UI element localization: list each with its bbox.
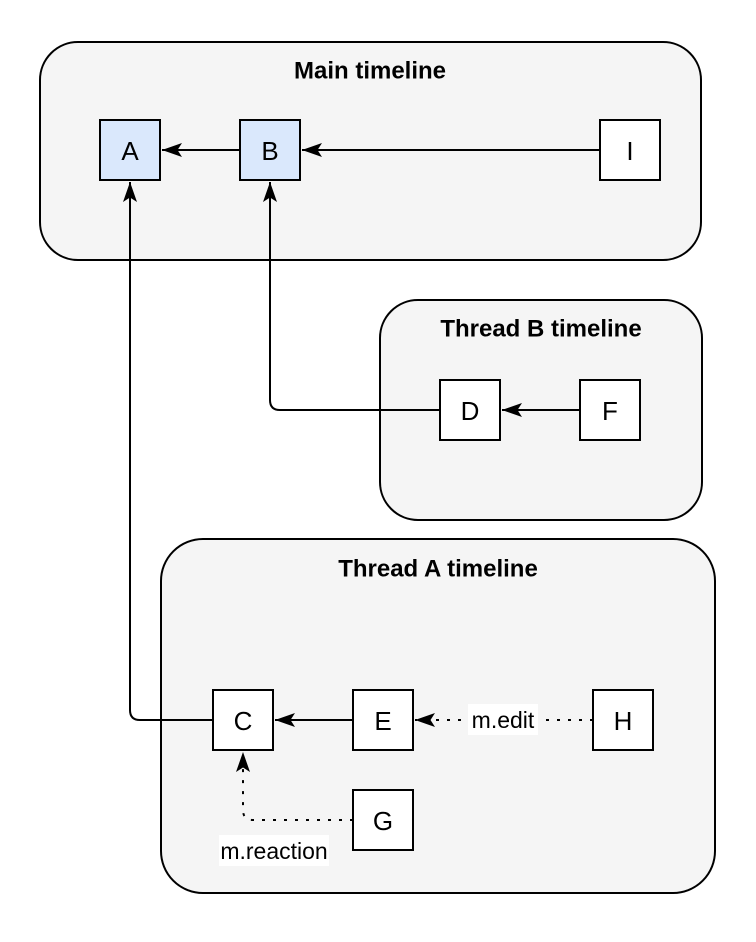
- node-i-label: I: [626, 136, 633, 166]
- edge-g-to-c: [236, 752, 353, 821]
- node-g: G: [352, 789, 414, 851]
- node-b: B: [239, 119, 301, 181]
- m-reaction-label-bg: [219, 835, 329, 866]
- node-e-label: E: [374, 706, 391, 736]
- m-edit-label: m.edit: [472, 707, 535, 733]
- node-b-label: B: [261, 136, 278, 166]
- m-reaction-label: m.reaction: [220, 838, 327, 864]
- node-h-box: [592, 689, 654, 751]
- node-c-box: [212, 689, 274, 751]
- node-d: D: [439, 379, 501, 441]
- node-a-label: A: [121, 136, 139, 166]
- node-e-box: [352, 689, 414, 751]
- main-timeline-title: Main timeline: [294, 58, 446, 85]
- thread-b-timeline-title: Thread B timeline: [440, 316, 641, 343]
- node-h: H: [592, 689, 654, 751]
- node-d-label: D: [461, 396, 480, 426]
- edge-label-m-edit: m.edit: [468, 704, 538, 735]
- node-i: I: [599, 119, 661, 181]
- node-b-box: [239, 119, 301, 181]
- node-a: A: [99, 119, 161, 181]
- container-thread-a-timeline: Thread A timeline: [160, 538, 716, 894]
- node-a-box: [99, 119, 161, 181]
- edge-c-to-a: [123, 182, 213, 721]
- node-f-label: F: [602, 396, 618, 426]
- node-d-box: [439, 379, 501, 441]
- node-c: C: [212, 689, 274, 751]
- node-g-box: [352, 789, 414, 851]
- edge-label-m-reaction: m.reaction: [219, 835, 329, 866]
- node-i-box: [599, 119, 661, 181]
- thread-a-timeline-box: [160, 538, 716, 894]
- edge-d-to-b: [263, 182, 440, 411]
- node-f-box: [579, 379, 641, 441]
- node-g-label: G: [373, 806, 393, 836]
- m-edit-label-bg: [468, 704, 538, 735]
- node-h-label: H: [614, 706, 633, 736]
- node-f: F: [579, 379, 641, 441]
- thread-a-timeline-title: Thread A timeline: [338, 556, 538, 583]
- node-e: E: [352, 689, 414, 751]
- node-c-label: C: [234, 706, 253, 736]
